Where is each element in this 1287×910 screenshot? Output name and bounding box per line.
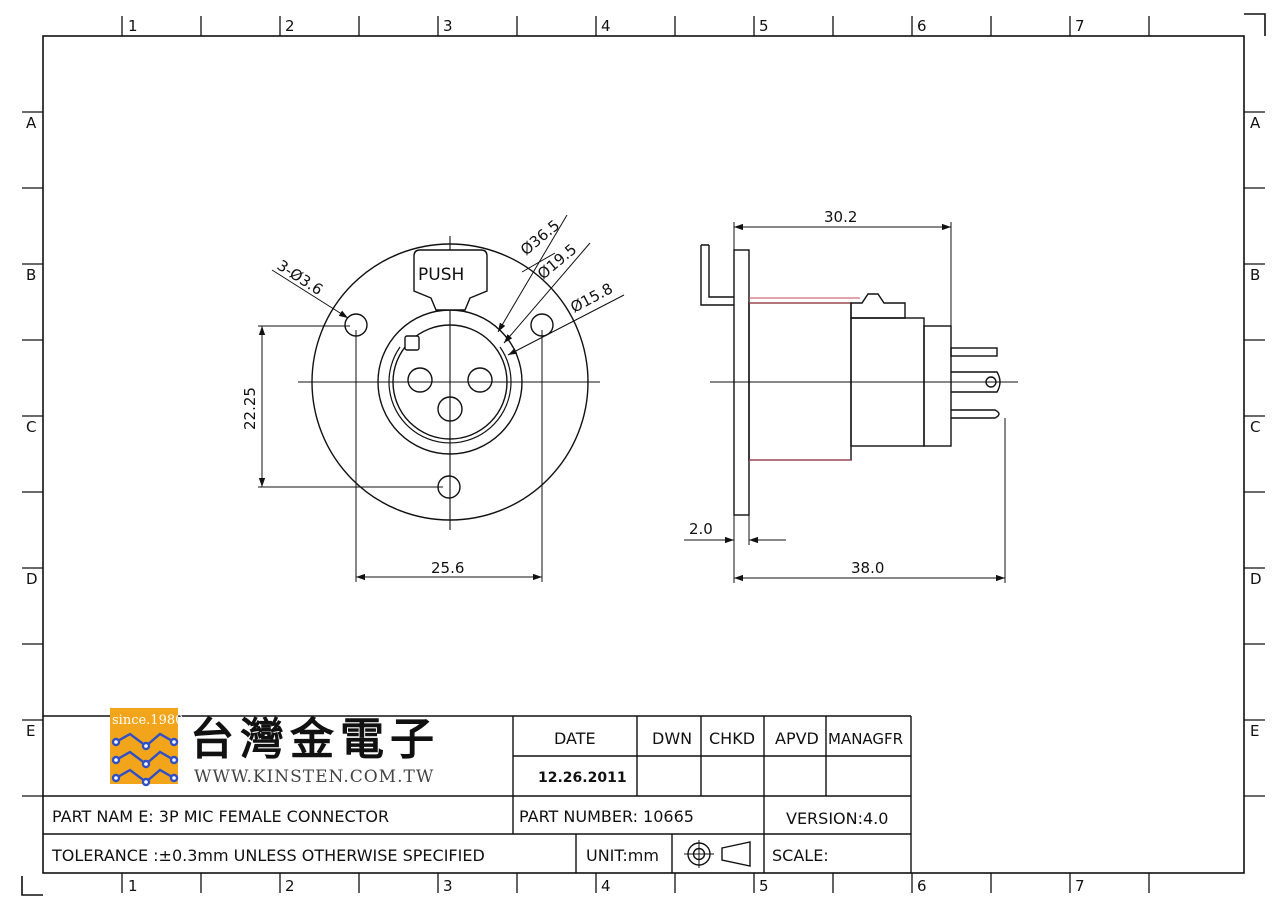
side-dimensions [684, 222, 1006, 583]
col-label-2: 2 [285, 877, 295, 895]
contact-pin-2 [467, 367, 493, 393]
col-label-7: 7 [1075, 877, 1085, 895]
col-label-4: 4 [601, 877, 611, 895]
first-angle-projection-icon [684, 840, 751, 868]
leader-hole-callout [271, 269, 349, 319]
dim-body-length: 30.2 [824, 208, 857, 226]
company-name-cjk: 台灣金電子 [190, 714, 440, 765]
solder-pin-1 [950, 347, 998, 357]
version: VERSION:4.0 [786, 809, 888, 828]
scale-label: SCALE: [772, 846, 829, 865]
title-block [43, 715, 912, 873]
dim-flange-thickness: 2.0 [689, 520, 713, 538]
col-label-4: 4 [601, 17, 611, 35]
outer-flange-circle [311, 243, 589, 521]
header-chkd: CHKD [709, 729, 755, 748]
unit-label: UNIT:mm [586, 846, 659, 865]
zone-ticks [22, 16, 1265, 893]
dim-overall-length: 38.0 [851, 559, 884, 577]
row-label-e: E [1250, 722, 1259, 740]
col-label-5: 5 [759, 17, 769, 35]
leader-insert-dia [507, 294, 625, 356]
header-date: DATE [554, 729, 596, 748]
header-dwn: DWN [652, 729, 692, 748]
col-label-1: 1 [128, 17, 138, 35]
push-latch [413, 249, 488, 311]
insert-groove [388, 346, 512, 444]
leader-underline [521, 252, 556, 273]
dim-insert-diameter: Ø15.8 [567, 279, 615, 316]
logo-chain-icon [111, 732, 179, 787]
company-website: WWW.KINSTEN.COM.TW [194, 767, 434, 787]
col-label-7: 7 [1075, 17, 1085, 35]
part-number: PART NUMBER: 10665 [519, 807, 694, 826]
date-value: 12.26.2011 [538, 770, 627, 786]
col-label-2: 2 [285, 17, 295, 35]
header-managfr: MANAGFR [828, 730, 903, 748]
row-label-c: C [26, 418, 36, 436]
tolerance-note: TOLERANCE :±0.3mm UNLESS OTHERWISE SPECI… [51, 846, 485, 865]
col-label-1: 1 [128, 877, 138, 895]
row-label-b: B [1250, 266, 1260, 284]
solder-pin-3 [951, 409, 1000, 419]
row-label-b: B [26, 266, 36, 284]
dim-vertical-pitch: 22.25 [241, 387, 259, 430]
dim-hole-callout: 3-Ø3.6 [274, 256, 326, 299]
dim-horizontal-pitch: 25.6 [431, 559, 464, 577]
rear-cap [923, 325, 952, 447]
leader-inner-dia [503, 242, 591, 344]
sheet-border [21, 13, 1266, 896]
contact-pin-1 [407, 367, 433, 393]
push-label: PUSH [418, 265, 464, 285]
row-label-a: A [26, 114, 37, 132]
front-view [298, 236, 600, 530]
part-name: PART NAM E: 3P MIC FEMALE CONNECTOR [52, 807, 389, 826]
solder-pin-hole [985, 376, 997, 388]
col-label-3: 3 [443, 17, 453, 35]
col-label-6: 6 [917, 877, 927, 895]
column-labels-bottom: 1 2 3 4 5 6 7 [128, 877, 1085, 895]
row-label-d: D [1250, 570, 1262, 588]
col-label-6: 6 [917, 17, 927, 35]
col-label-3: 3 [443, 877, 453, 895]
front-dimensions [258, 214, 625, 582]
insert-circle [392, 324, 508, 440]
company-logo: since.1980 台灣金電子 WWW.KINSTEN.COM.TW [110, 708, 440, 787]
column-labels-top: 1 2 3 4 5 6 7 [128, 17, 1085, 35]
col-label-5: 5 [759, 877, 769, 895]
row-label-c: C [1250, 418, 1260, 436]
row-labels-right: A B C D E [1250, 114, 1262, 740]
key-slot [404, 335, 420, 351]
leader-outer-dia [497, 214, 568, 333]
row-label-d: D [26, 570, 38, 588]
row-label-e: E [26, 722, 35, 740]
logo-since-text: since.1980 [112, 713, 183, 728]
row-labels-left: A B C D E [26, 114, 38, 740]
contact-pin-3 [437, 396, 463, 422]
latch-lever [700, 244, 734, 306]
row-label-a: A [1250, 114, 1261, 132]
header-apvd: APVD [775, 729, 819, 748]
side-view [700, 244, 1018, 516]
solder-pin-2 [951, 371, 1001, 393]
